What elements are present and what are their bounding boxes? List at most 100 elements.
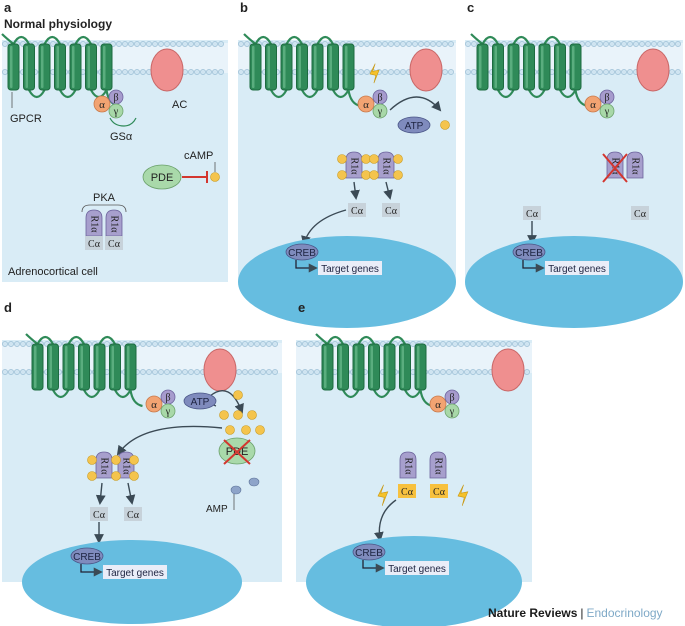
lipid-head [176,41,182,47]
camp-molecule [369,154,379,164]
lipid-head [621,69,627,75]
transcription-arrow [522,260,545,273]
lipid-head [182,341,188,347]
adenylyl-cyclase [491,348,525,392]
g-alpha-subunit [93,95,111,113]
lipid-head [428,369,434,375]
lipid-head [302,341,308,347]
release-arrow [350,181,360,200]
creb-factor [512,243,546,261]
camp-binding-arrow [116,425,223,456]
c-alpha-label: Cα [401,487,414,498]
lipid-head [621,41,627,47]
lipid-head [376,41,382,47]
c-alpha-label: Cα [93,510,106,521]
gpcr-helix-highlight [41,46,44,88]
lipid-head [80,41,86,47]
lipid-head [158,341,164,347]
c-alpha-label: Cα [433,487,446,498]
gpcr-n-terminus [315,333,329,345]
lipid-head [206,69,212,75]
gpcr-helix [62,343,75,391]
gpcr-helix [93,343,106,391]
lipid-head [266,369,272,375]
g-gamma-subunit [599,103,615,119]
lipid-head [26,369,32,375]
lipid-head [512,341,518,347]
lipid-head [400,69,406,75]
gpcr-label: GPCR [10,113,42,125]
c-alpha-label: Cα [88,239,101,250]
atp-label: ATP [405,121,424,132]
mutation-lightning [377,484,389,506]
gpcr-n-terminus [1,33,15,45]
nucleus [22,540,242,624]
lipid-head [212,341,218,347]
lipid-head [645,41,651,47]
lipid-head [406,41,412,47]
lipid-head [591,41,597,47]
lipid-head [266,341,272,347]
lipid-head [140,341,146,347]
lipid-head [370,41,376,47]
gpcr-helix-highlight [72,46,75,88]
r1a-label: R1α [381,158,392,176]
gpcr-helix [100,43,113,91]
lipid-head [388,69,394,75]
lipid-head [675,41,681,47]
lipid-head [446,369,452,375]
amp-molecule [230,485,242,495]
g-alpha-subunit [584,95,602,113]
gpcr-helix [476,43,489,91]
c-alpha-label: Cα [108,239,121,250]
ac-reaction-arrow [209,390,244,414]
lipid-head [14,341,20,347]
lipid-head [236,369,242,375]
camp-molecule [87,471,97,481]
lipid-head [314,369,320,375]
lipid-head [2,369,8,375]
lipid-head [476,341,482,347]
gpcr-helix-highlight [339,346,342,388]
lipid-head [488,341,494,347]
release-arrow [125,482,136,505]
lipid-head [128,41,134,47]
adenylyl-cyclase [636,48,670,92]
lipid-head [260,341,266,347]
r1a-label: R1α [121,458,132,476]
gpcr-helix-highlight [329,46,332,88]
lipid-head [603,69,609,75]
lipid-head [2,69,8,75]
g-beta-symbol: β [604,93,609,104]
lipid-head [500,341,506,347]
lipid-head [597,41,603,47]
gpcr-loops [254,35,350,99]
atp-label: ATP [191,397,210,408]
camp-molecule [247,410,257,420]
gpcr-helix [124,343,137,391]
lipid-head [242,341,248,347]
lipid-head [308,369,314,375]
lipid-head [272,369,278,375]
lipid-head [188,341,194,347]
gsa-label: GSα [110,131,133,143]
r1a-subunit [429,451,447,479]
gpcr-helix-highlight [370,346,373,388]
camp-molecule [87,455,97,465]
gpcr-receptor [1,33,119,108]
mutation-lightning [369,63,380,84]
lipid-head [158,41,164,47]
gpcr-helix [327,43,339,91]
lipid-head [394,41,400,47]
lipid-head [194,41,200,47]
c-alpha-mutant-subunit [430,484,448,498]
lipid-head [382,69,388,75]
lipid-head [194,69,200,75]
gpcr-helix [311,43,324,91]
transcription-arrow [362,560,385,573]
target-genes-label: Target genes [548,264,606,275]
lipid-head [465,69,471,75]
pka-bracket [81,204,127,213]
lipid-head [194,369,200,375]
